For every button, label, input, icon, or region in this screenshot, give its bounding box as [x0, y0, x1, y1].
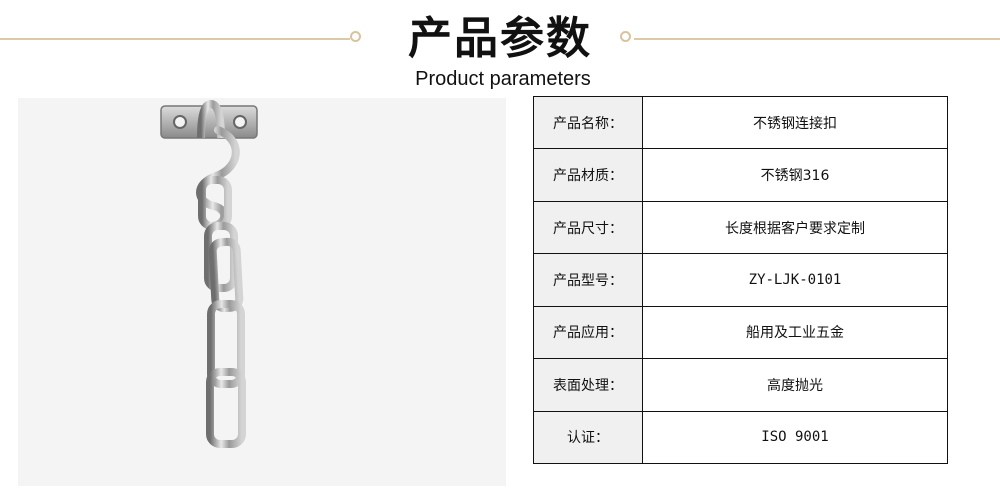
param-label-certification: 认证： — [533, 410, 643, 465]
mounting-plate — [160, 99, 258, 139]
param-label-application: 产品应用： — [533, 305, 643, 360]
chain-links — [198, 176, 246, 474]
param-value-material: 不锈钢316 — [642, 148, 948, 202]
param-value-application: 船用及工业五金 — [642, 305, 948, 360]
page-subtitle: Product parameters — [415, 68, 591, 90]
param-value-certification: ISO 9001 — [642, 410, 948, 465]
table-row: 表面处理： 高度抛光 — [533, 358, 948, 412]
param-label-model: 产品型号： — [533, 253, 643, 307]
param-label-finish: 表面处理： — [533, 358, 643, 412]
stainless-chain-illustration — [160, 99, 258, 474]
table-row: 产品名称： 不锈钢连接扣 — [533, 95, 948, 150]
header-decor-circle-right — [620, 31, 631, 42]
product-photo — [18, 98, 506, 486]
product-parameters-table: 产品名称： 不锈钢连接扣 产品材质： 不锈钢316 产品尺寸： 长度根据客户要求… — [533, 95, 948, 465]
param-label-name: 产品名称： — [533, 95, 643, 150]
param-value-name: 不锈钢连接扣 — [642, 95, 948, 150]
param-value-finish: 高度抛光 — [642, 358, 948, 412]
param-label-material: 产品材质： — [533, 148, 643, 202]
param-value-size: 长度根据客户要求定制 — [642, 200, 948, 255]
page-title: 产品参数 — [408, 13, 592, 64]
table-row: 产品尺寸： 长度根据客户要求定制 — [533, 200, 948, 255]
table-row: 产品材质： 不锈钢316 — [533, 148, 948, 202]
table-row: 产品应用： 船用及工业五金 — [533, 305, 948, 360]
param-label-size: 产品尺寸： — [533, 200, 643, 255]
header-decor-line-right — [634, 38, 1000, 40]
table-row: 认证： ISO 9001 — [533, 410, 948, 465]
header-decor-line-left — [0, 38, 350, 40]
header-decor-circle-left — [350, 31, 361, 42]
table-row: 产品型号： ZY-LJK-0101 — [533, 253, 948, 307]
param-value-model: ZY-LJK-0101 — [642, 253, 948, 307]
